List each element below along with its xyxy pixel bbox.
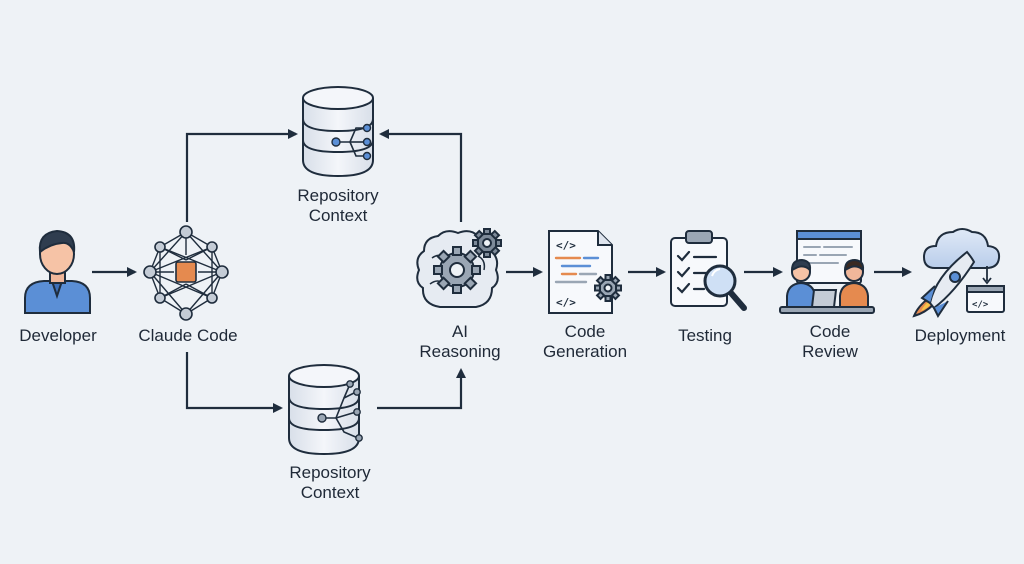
node-label-line: Context bbox=[308, 206, 368, 225]
node-label-repository-context-bottom: Repository Context bbox=[270, 463, 390, 503]
database-icon bbox=[288, 364, 363, 456]
database-icon bbox=[302, 86, 374, 178]
code-file-icon: </> </> bbox=[548, 230, 622, 314]
checklist-magnifier-icon bbox=[670, 230, 747, 311]
node-label-line: Review bbox=[802, 342, 858, 361]
brain-gears-icon bbox=[416, 228, 502, 308]
person-icon bbox=[24, 229, 91, 314]
node-label-testing: Testing bbox=[660, 326, 750, 346]
node-label-line: Code bbox=[564, 322, 606, 341]
node-label-ai-reasoning: AI Reasoning bbox=[400, 322, 520, 362]
node-label-line: Repository bbox=[289, 463, 371, 482]
node-label-developer: Developer bbox=[6, 326, 110, 346]
node-label-line: Developer bbox=[19, 326, 97, 345]
node-label-line: Context bbox=[300, 483, 360, 502]
node-label-claude-code: Claude Code bbox=[130, 326, 246, 346]
node-label-line: Deployment bbox=[914, 326, 1006, 345]
node-label-line: Repository bbox=[297, 186, 379, 205]
node-label-line: AI bbox=[451, 322, 469, 341]
rocket-cloud-icon: </> bbox=[912, 228, 1005, 318]
svg-text:</>: </> bbox=[972, 300, 989, 310]
node-label-code-review: Code Review bbox=[780, 322, 880, 362]
edge-repository-bottom-to-ai-reasoning bbox=[377, 368, 466, 410]
node-label-code-generation: Code Generation bbox=[530, 322, 640, 362]
edge-claude-code-to-repository-top bbox=[185, 129, 298, 222]
node-label-line: Claude Code bbox=[138, 326, 238, 345]
edge-ai-reasoning-to-repository-top bbox=[379, 129, 463, 222]
node-label-line: Code bbox=[809, 322, 851, 341]
edges bbox=[92, 129, 912, 413]
node-label-repository-context-top: Repository Context bbox=[278, 186, 398, 226]
edge-claude-code-to-repository-bottom bbox=[185, 352, 283, 413]
neural-network-icon bbox=[143, 225, 229, 321]
svg-text:</>: </> bbox=[556, 296, 576, 309]
people-review-icon bbox=[779, 230, 875, 314]
node-label-line: Reasoning bbox=[419, 342, 501, 361]
node-label-line: Testing bbox=[678, 326, 732, 345]
node-label-deployment: Deployment bbox=[902, 326, 1018, 346]
svg-text:</>: </> bbox=[556, 239, 576, 252]
node-label-line: Generation bbox=[542, 342, 628, 361]
